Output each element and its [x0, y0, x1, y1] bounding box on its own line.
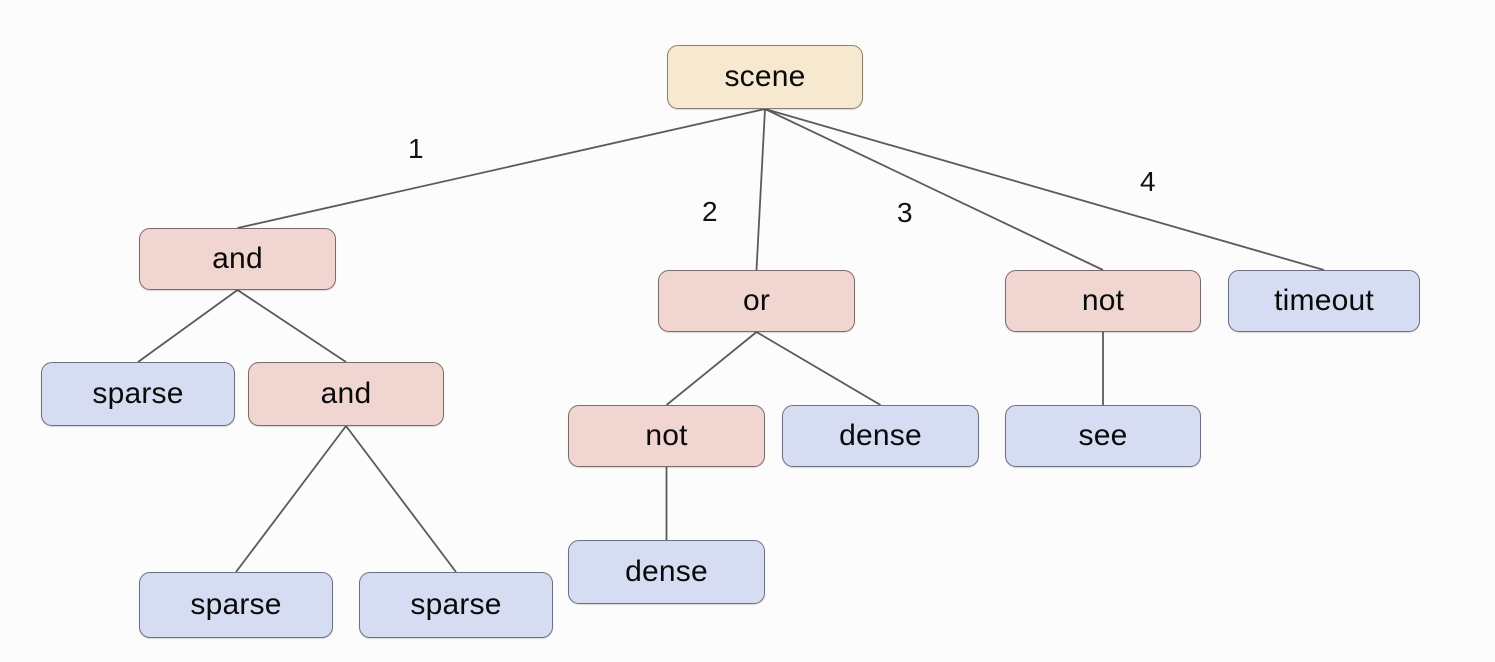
tree-node-timeout1[interactable]: timeout [1228, 270, 1420, 332]
tree-node-and1[interactable]: and [139, 228, 336, 290]
edge-label-3: 3 [897, 197, 913, 228]
tree-node-sparse2[interactable]: sparse [139, 572, 333, 638]
tree-node-scene[interactable]: scene [667, 45, 863, 109]
edge-label-4: 4 [1140, 166, 1156, 197]
edge-label-1: 1 [408, 133, 424, 164]
tree-node-and2[interactable]: and [248, 362, 444, 426]
tree-node-or1[interactable]: or [658, 270, 855, 332]
tree-node-dense1[interactable]: dense [782, 405, 979, 467]
tree-node-see1[interactable]: see [1005, 405, 1201, 467]
tree-node-dense2[interactable]: dense [568, 540, 765, 604]
tree-node-sparse1[interactable]: sparse [41, 362, 235, 426]
edge-label-2: 2 [702, 196, 718, 227]
tree-node-not1[interactable]: not [1005, 270, 1201, 332]
tree-node-sparse3[interactable]: sparse [359, 572, 553, 638]
tree-node-not2[interactable]: not [568, 405, 765, 467]
